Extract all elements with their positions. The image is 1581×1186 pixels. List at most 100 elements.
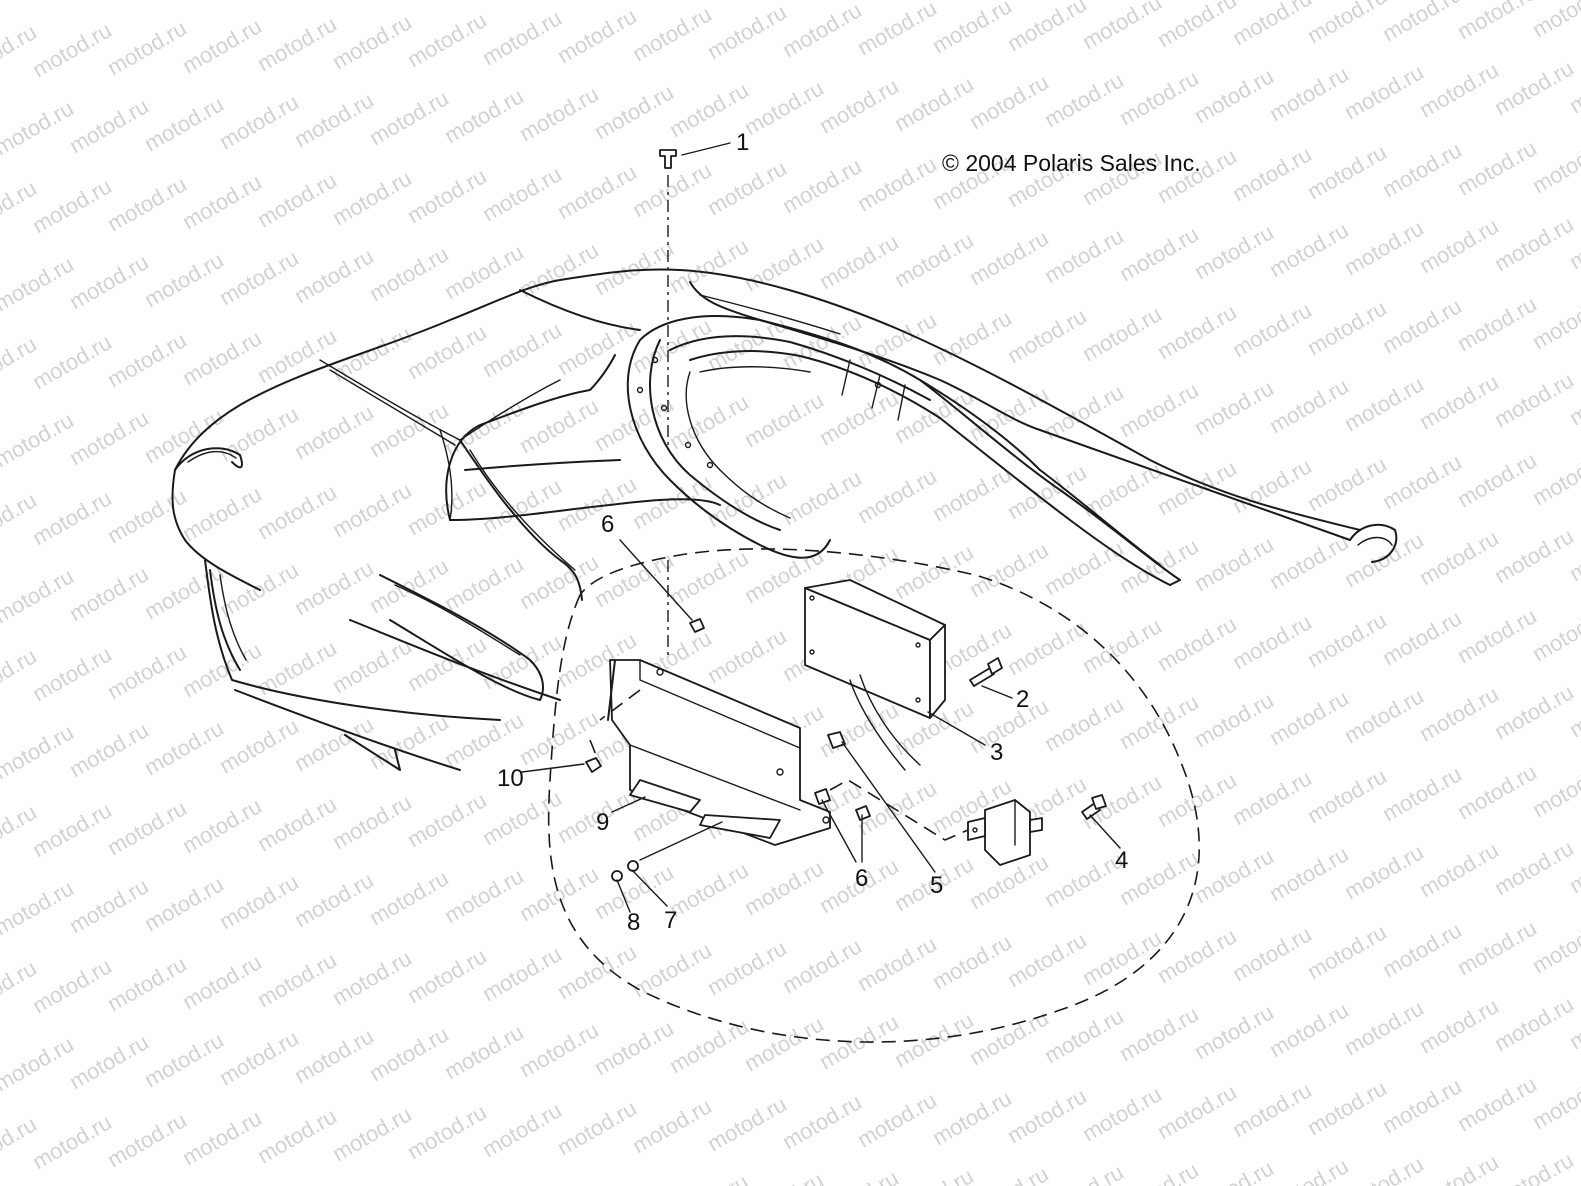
watermark-text: motod.ru [403, 319, 491, 384]
watermark-text: motod.ru [1453, 135, 1541, 200]
watermark-text: motod.ru [740, 1167, 828, 1186]
watermark-text: motod.ru [140, 403, 228, 468]
watermark-text: motod.ru [928, 1085, 1016, 1150]
watermark-text: motod.ru [1265, 685, 1353, 750]
watermark-text: motod.ru [365, 241, 453, 306]
watermark-text: motod.ru [965, 1005, 1053, 1070]
watermark-text: motod.ru [1340, 995, 1428, 1060]
watermark-text: motod.ru [1190, 999, 1278, 1064]
watermark-text: motod.ru [665, 233, 753, 298]
watermark-text: motod.ru [1265, 841, 1353, 906]
callout-5: 5 [930, 872, 943, 899]
watermark-text: motod.ru [1490, 367, 1578, 432]
callout-1: 1 [736, 129, 749, 156]
watermark-text: motod.ru [140, 715, 228, 780]
watermark-text: motod.ru [1378, 761, 1466, 826]
watermark-text: motod.ru [103, 15, 191, 80]
watermark-text: motod.ru [0, 0, 78, 4]
watermark-text: motod.ru [28, 329, 116, 394]
watermark-text: motod.ru [1453, 447, 1541, 512]
watermark-text: motod.ru [1340, 683, 1428, 748]
watermark-text: motod.ru [1228, 297, 1316, 362]
watermark-text: motod.ru [103, 171, 191, 236]
watermark-text: motod.ru [965, 69, 1053, 134]
watermark-text: motod.ru [1003, 1083, 1091, 1148]
watermark-text: motod.ru [140, 247, 228, 312]
watermark-text: motod.ru [1453, 0, 1541, 44]
watermark-text: motod.ru [440, 1019, 528, 1084]
watermark-text: motod.ru [1490, 55, 1578, 120]
watermark-text: motod.ru [290, 399, 378, 464]
watermark-text: motod.ru [1190, 375, 1278, 440]
watermark-text: motod.ru [928, 929, 1016, 994]
watermark-text: motod.ru [328, 477, 416, 542]
watermark-text: motod.ru [1490, 679, 1578, 744]
watermark-text: motod.ru [253, 791, 341, 856]
watermark-text: motod.ru [1453, 759, 1541, 824]
watermark-text: motod.ru [0, 1031, 78, 1096]
watermark-text: motod.ru [628, 1, 716, 66]
watermark-text: motod.ru [0, 955, 41, 1020]
watermark-text: motod.ru [1153, 455, 1241, 520]
fastener-5 [827, 731, 846, 749]
watermark-text: motod.ru [553, 1095, 641, 1160]
watermark-text: motod.ru [1415, 1149, 1503, 1186]
watermark-text: motod.ru [853, 931, 941, 996]
watermark-text: motod.ru [1415, 57, 1503, 122]
watermark-text: motod.ru [1453, 291, 1541, 356]
watermark-text: motod.ru [1115, 377, 1203, 442]
watermark-text: motod.ru [365, 85, 453, 150]
watermark-text: motod.ru [928, 305, 1016, 370]
watermark-text: motod.ru [1378, 1073, 1466, 1138]
watermark-text: motod.ru [253, 947, 341, 1012]
watermark-text: motod.ru [1528, 1069, 1581, 1134]
watermark-text: motod.ru [1040, 223, 1128, 288]
watermark-text: motod.ru [1115, 65, 1203, 130]
watermark-text: motod.ru [0, 407, 78, 472]
watermark-text: motod.ru [1265, 1153, 1353, 1186]
watermark-text: motod.ru [1153, 767, 1241, 832]
nut-10 [585, 757, 602, 773]
watermark-text: motod.ru [1040, 1003, 1128, 1068]
watermark-text: motod.ru [740, 231, 828, 296]
watermark-text: motod.ru [178, 793, 266, 858]
watermark-text: motod.ru [328, 945, 416, 1010]
watermark-text: motod.ru [965, 381, 1053, 446]
watermark-text: motod.ru [1490, 1147, 1578, 1186]
watermark-text: motod.ru [778, 933, 866, 998]
watermark-text: motod.ru [1528, 913, 1581, 978]
watermark-text: motod.ru [590, 235, 678, 300]
watermark-text: motod.ru [1340, 839, 1428, 904]
watermark-text: motod.ru [403, 787, 491, 852]
copyright-notice: © 2004 Polaris Sales Inc. [942, 150, 1201, 176]
watermark-text: motod.ru [28, 485, 116, 550]
watermark-text: motod.ru [365, 1021, 453, 1086]
watermark-text: motod.ru [1265, 61, 1353, 126]
watermark-text: motod.ru [290, 867, 378, 932]
watermark-text: motod.ru [1490, 991, 1578, 1056]
watermark-text: motod.ru [403, 7, 491, 72]
watermark-text: motod.ru [965, 225, 1053, 290]
watermark-text: motod.ru [1265, 529, 1353, 594]
watermark-text: motod.ru [65, 249, 153, 314]
watermark-text: motod.ru [1378, 137, 1466, 202]
watermark-text: motod.ru [365, 865, 453, 930]
watermark-text: motod.ru [1190, 1155, 1278, 1186]
watermark-text: motod.ru [703, 467, 791, 532]
watermark-text: motod.ru [28, 173, 116, 238]
watermark-text: motod.ru [215, 713, 303, 778]
watermark-text: motod.ru [1453, 915, 1541, 980]
watermark-text: motod.ru [328, 1101, 416, 1166]
watermark-text: motod.ru [778, 465, 866, 530]
watermark-text: motod.ru [928, 461, 1016, 526]
watermark-text: motod.ru [853, 463, 941, 528]
watermark-text: motod.ru [853, 0, 941, 60]
watermark-text: motod.ru [703, 1091, 791, 1156]
watermark-text: motod.ru [1453, 603, 1541, 668]
watermark-text: motod.ru [215, 245, 303, 310]
watermark-text: motod.ru [1265, 373, 1353, 438]
watermark-text: motod.ru [853, 1087, 941, 1152]
watermark-text: motod.ru [590, 1015, 678, 1080]
watermark-text: motod.ru [215, 401, 303, 466]
